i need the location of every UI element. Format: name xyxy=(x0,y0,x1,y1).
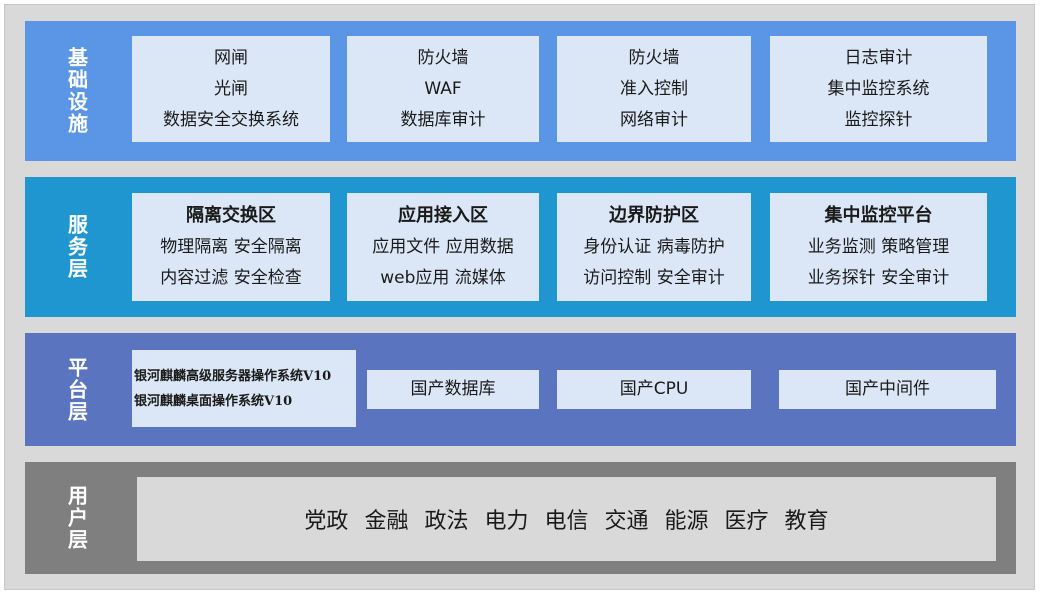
box-line: web应用 流媒体 xyxy=(380,268,506,288)
user-sectors: 党政 金融 政法 电力 电信 交通 能源 医疗 教育 xyxy=(137,477,996,561)
service-layer: 服务层 隔离交换区 物理隔离 安全隔离 内容过滤 安全检查 应用接入区 应用文件… xyxy=(25,177,1016,317)
box-line: 监控探针 xyxy=(844,109,913,130)
box-line: 内容过滤 安全检查 xyxy=(160,268,302,288)
user-sector: 政法 xyxy=(424,509,469,534)
infra-box-log-audit: 日志审计 集中监控系统 监控探针 xyxy=(770,36,987,142)
platform-box-os: 银河麒麟高级服务器操作系统V10 银河麒麟桌面操作系统V10 xyxy=(132,350,356,427)
box-title: 边界防护区 xyxy=(609,205,699,226)
platform-layer-label: 平台层 xyxy=(64,356,89,423)
service-box-isolation: 隔离交换区 物理隔离 安全隔离 内容过滤 安全检查 xyxy=(132,193,330,301)
infrastructure-layer-label: 基础设施 xyxy=(64,47,89,135)
infra-box-firewall-access: 防火墙 准入控制 网络审计 xyxy=(557,36,751,142)
box-line: 访问控制 安全审计 xyxy=(583,268,725,288)
box-title: 应用接入区 xyxy=(398,205,488,226)
box-line: 日志审计 xyxy=(844,47,913,68)
user-layer: 用户层 党政 金融 政法 电力 电信 交通 能源 医疗 教育 xyxy=(25,462,1016,574)
box-line: 业务探针 安全审计 xyxy=(807,268,950,288)
box-line: 数据安全交换系统 xyxy=(163,109,299,130)
box-line: 防火墙 xyxy=(417,47,469,68)
user-sector: 能源 xyxy=(664,509,709,534)
platform-box-database: 国产数据库 xyxy=(367,370,539,409)
box-line: 网闸 xyxy=(214,47,248,68)
infra-box-gateway: 网闸 光闸 数据安全交换系统 xyxy=(132,36,330,142)
box-line: 应用文件 应用数据 xyxy=(372,237,514,257)
box-line: 准入控制 xyxy=(620,78,688,99)
user-sector: 医疗 xyxy=(724,509,769,534)
user-sector: 金融 xyxy=(364,509,409,534)
box-line: 光闸 xyxy=(214,78,248,99)
platform-box-cpu: 国产CPU xyxy=(557,370,751,409)
box-line: 网络审计 xyxy=(620,109,688,130)
service-box-monitoring: 集中监控平台 业务监测 策略管理 业务探针 安全审计 xyxy=(770,193,987,301)
box-line: 国产中间件 xyxy=(845,379,930,399)
os-line: 银河麒麟桌面操作系统V10 xyxy=(134,393,293,409)
box-line: 国产CPU xyxy=(619,379,689,399)
box-title: 隔离交换区 xyxy=(186,205,276,226)
service-box-access: 应用接入区 应用文件 应用数据 web应用 流媒体 xyxy=(347,193,539,301)
user-sector: 交通 xyxy=(604,509,649,534)
infrastructure-layer: 基础设施 网闸 光闸 数据安全交换系统 防火墙 WAF 数据库审计 防火墙 准入… xyxy=(25,21,1016,161)
box-line: 国产数据库 xyxy=(410,379,496,399)
platform-layer: 平台层 银河麒麟高级服务器操作系统V10 银河麒麟桌面操作系统V10 国产数据库… xyxy=(25,333,1016,446)
box-line: 数据库审计 xyxy=(400,109,486,130)
box-line: WAF xyxy=(424,78,462,99)
infra-box-firewall-waf: 防火墙 WAF 数据库审计 xyxy=(347,36,539,142)
service-box-boundary: 边界防护区 身份认证 病毒防护 访问控制 安全审计 xyxy=(557,193,751,301)
user-layer-label: 用户层 xyxy=(64,485,89,551)
user-sector: 电信 xyxy=(544,509,589,534)
box-line: 身份认证 病毒防护 xyxy=(583,237,725,257)
os-line: 银河麒麟高级服务器操作系统V10 xyxy=(134,368,332,384)
box-line: 物理隔离 安全隔离 xyxy=(160,237,302,257)
user-sector: 电力 xyxy=(484,509,529,534)
user-sector: 教育 xyxy=(784,509,829,534)
box-title: 集中监控平台 xyxy=(824,205,933,226)
platform-box-middleware: 国产中间件 xyxy=(779,370,996,409)
box-line: 防火墙 xyxy=(628,47,680,68)
user-sector: 党政 xyxy=(304,509,349,534)
service-layer-label: 服务层 xyxy=(64,214,89,280)
box-line: 业务监测 策略管理 xyxy=(807,237,950,257)
box-line: 集中监控系统 xyxy=(827,78,930,99)
